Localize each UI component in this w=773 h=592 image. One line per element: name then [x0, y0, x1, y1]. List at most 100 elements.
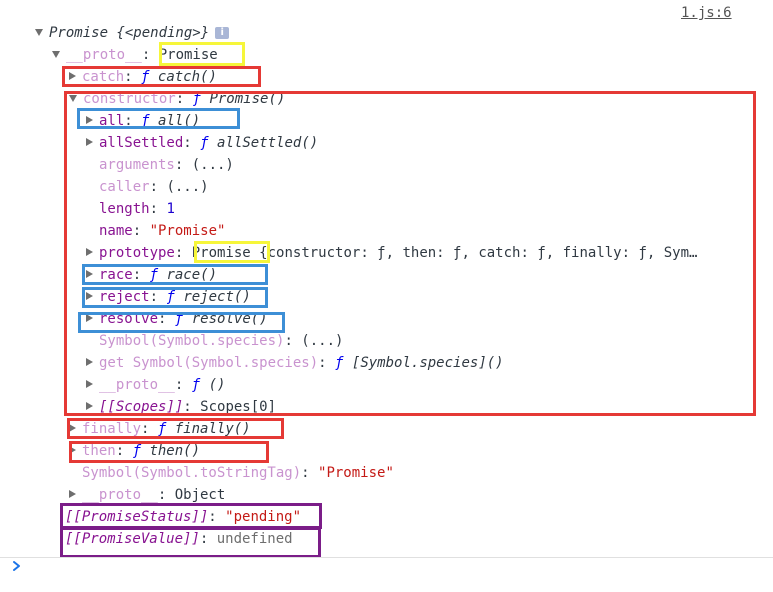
property-key: finally — [82, 421, 142, 437]
function-icon: ƒ — [200, 135, 209, 151]
expand-arrow-icon[interactable] — [86, 248, 93, 256]
property-value: Promise — [191, 245, 251, 261]
prompt-divider — [0, 557, 773, 558]
tree-node-length: length: 1 — [99, 201, 175, 217]
tree-node-constructor-proto[interactable]: __proto__: ƒ () — [86, 374, 225, 396]
expand-arrow-icon[interactable] — [86, 380, 93, 388]
function-signature: allSettled() — [217, 135, 319, 151]
function-signature: then() — [149, 443, 201, 459]
property-value[interactable]: (...) — [166, 179, 209, 195]
console-prompt-icon[interactable] — [11, 558, 23, 574]
function-icon: ƒ — [335, 355, 344, 371]
function-icon: ƒ — [141, 113, 150, 129]
property-key: __proto__ — [66, 47, 142, 63]
property-key: __proto__ — [82, 487, 158, 503]
function-signature: finally() — [174, 421, 251, 437]
function-signature: reject() — [183, 289, 251, 305]
function-signature: resolve() — [191, 311, 268, 327]
property-key: then — [82, 443, 116, 459]
function-icon: ƒ — [174, 311, 184, 327]
property-key: Symbol(Symbol.species) — [99, 333, 285, 349]
expand-arrow-icon[interactable] — [86, 116, 93, 124]
property-key: length — [99, 201, 150, 217]
tree-root-promise[interactable]: Promise {<pending>}i — [35, 22, 230, 44]
tree-node-promise-value: [[PromiseValue]]: undefined — [65, 531, 293, 547]
property-key: get Symbol(Symbol.species) — [99, 355, 319, 371]
property-key: constructor — [83, 91, 176, 107]
tree-node-reject[interactable]: reject: ƒ reject() — [86, 286, 251, 308]
property-value: "Promise" — [149, 223, 226, 239]
expand-arrow-icon[interactable] — [69, 424, 76, 432]
property-value: Scopes[0] — [200, 399, 277, 415]
expand-arrow-icon[interactable] — [52, 50, 60, 58]
property-key: name — [99, 223, 133, 239]
function-icon: ƒ — [141, 69, 150, 85]
tree-node-arguments[interactable]: arguments: (...) — [99, 157, 234, 173]
property-key: [[PromiseStatus]] — [65, 509, 209, 525]
expand-arrow-icon[interactable] — [69, 72, 76, 80]
tree-node-name: name: "Promise" — [99, 223, 226, 239]
function-icon: ƒ — [149, 267, 159, 283]
function-signature: [Symbol.species]() — [351, 355, 504, 371]
function-icon: ƒ — [157, 421, 167, 437]
tree-node-prototype[interactable]: prototype: Promise {constructor: ƒ, then… — [86, 242, 697, 264]
tree-node-proto-object[interactable]: __proto__: Object — [69, 484, 225, 506]
tree-node-scopes[interactable]: [[Scopes]]: Scopes[0] — [86, 396, 276, 418]
property-value: 1 — [166, 201, 175, 217]
function-signature: Promise() — [209, 91, 286, 107]
property-value: undefined — [216, 531, 293, 547]
function-signature: race() — [166, 267, 218, 283]
tree-node-symbol-species[interactable]: Symbol(Symbol.species): (...) — [99, 333, 344, 349]
tree-node-all[interactable]: all: ƒ all() — [86, 110, 200, 132]
property-key: allSettled — [99, 135, 184, 151]
expand-arrow-icon[interactable] — [69, 446, 76, 454]
expand-arrow-icon[interactable] — [86, 292, 93, 300]
tree-node-finally[interactable]: finally: ƒ finally() — [69, 418, 251, 440]
expand-arrow-icon[interactable] — [86, 402, 93, 410]
expand-arrow-icon[interactable] — [69, 94, 77, 102]
property-key: Symbol(Symbol.toStringTag) — [82, 465, 302, 481]
tree-node-caller[interactable]: caller: (...) — [99, 179, 209, 195]
property-key: catch — [82, 69, 125, 85]
property-value: Object — [174, 487, 226, 503]
info-icon[interactable]: i — [215, 27, 230, 39]
tree-node-promise-status: [[PromiseStatus]]: "pending" — [65, 509, 302, 525]
function-icon: ƒ — [191, 377, 201, 393]
tree-node-race[interactable]: race: ƒ race() — [86, 264, 217, 286]
function-icon: ƒ — [132, 443, 142, 459]
expand-arrow-icon[interactable] — [86, 270, 93, 278]
property-key: [[PromiseValue]] — [65, 531, 200, 547]
tree-node-resolve[interactable]: resolve: ƒ resolve() — [86, 308, 268, 330]
property-value: "Promise" — [318, 465, 394, 481]
property-value: Promise — [158, 47, 218, 63]
property-key: caller — [99, 179, 150, 195]
tree-node-get-symbol-species[interactable]: get Symbol(Symbol.species): ƒ [Symbol.sp… — [86, 352, 504, 374]
expand-arrow-icon[interactable] — [86, 314, 93, 322]
tree-node-constructor[interactable]: constructor: ƒ Promise() — [69, 88, 285, 110]
property-key: reject — [99, 289, 150, 305]
tree-node-tostringtag: Symbol(Symbol.toStringTag): "Promise" — [82, 465, 394, 481]
function-signature: () — [208, 377, 226, 393]
property-value[interactable]: (...) — [191, 157, 234, 173]
source-location-link[interactable]: 1.js:6 — [681, 5, 732, 21]
property-key: race — [99, 267, 133, 283]
expand-arrow-icon[interactable] — [86, 358, 93, 366]
function-signature: catch() — [157, 69, 217, 85]
function-signature: all() — [158, 113, 201, 129]
property-key: prototype — [99, 245, 175, 261]
property-key: __proto__ — [99, 377, 175, 393]
property-key: [[Scopes]] — [99, 399, 184, 415]
tree-node-catch[interactable]: catch: ƒ catch() — [69, 66, 217, 88]
tree-node-then[interactable]: then: ƒ then() — [69, 440, 200, 462]
property-value[interactable]: (...) — [301, 333, 344, 349]
expand-arrow-icon[interactable] — [86, 138, 93, 146]
property-preview: {constructor: ƒ, then: ƒ, catch: ƒ, fina… — [259, 245, 698, 261]
property-key: resolve — [99, 311, 159, 327]
expand-arrow-icon[interactable] — [35, 28, 43, 36]
expand-arrow-icon[interactable] — [69, 490, 76, 498]
function-icon: ƒ — [166, 289, 175, 305]
tree-node-allsettled[interactable]: allSettled: ƒ allSettled() — [86, 132, 318, 154]
property-key: all — [99, 113, 125, 129]
tree-node-proto[interactable]: __proto__: Promise — [52, 44, 218, 66]
property-key: arguments — [99, 157, 175, 173]
